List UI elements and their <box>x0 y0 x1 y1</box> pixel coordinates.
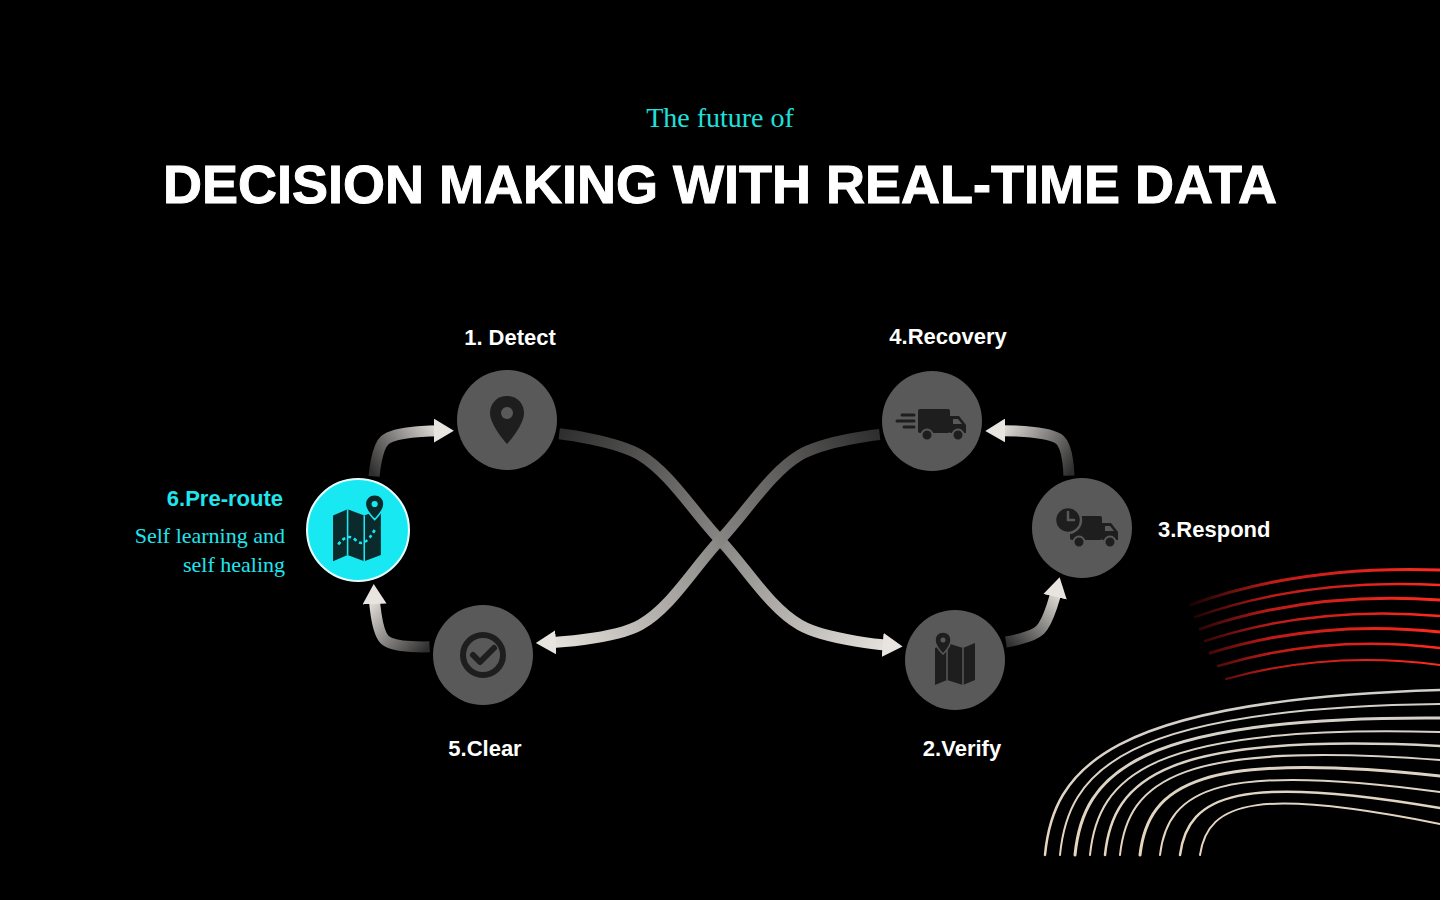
icon-part <box>372 501 378 507</box>
light-trail <box>1060 704 1440 855</box>
icon-part <box>904 426 914 429</box>
icon-part <box>962 648 964 685</box>
icon-part <box>1105 526 1114 531</box>
icon-part <box>463 635 503 675</box>
step-label: 4.Recovery <box>889 326 1006 348</box>
step-label: 3.Respond <box>1158 519 1270 541</box>
light-trail <box>1075 718 1440 855</box>
step-icon <box>1055 507 1118 548</box>
flow-arrow <box>374 596 429 647</box>
circle-outline <box>882 371 982 471</box>
circle-outline <box>457 370 557 470</box>
step-node: 4.Recovery <box>882 371 982 471</box>
light-trail <box>1140 767 1440 855</box>
light-trail <box>1200 803 1440 855</box>
step-icon <box>333 495 384 562</box>
step-icon <box>897 409 966 441</box>
light-trail <box>1210 628 1440 653</box>
flow-arrow <box>1006 589 1057 642</box>
icon-part <box>473 648 494 662</box>
title-kicker: The future of <box>0 104 1440 132</box>
light-trail <box>1105 744 1440 855</box>
flow-arrow <box>548 434 880 642</box>
icon-part <box>338 530 374 545</box>
icon-part <box>941 638 946 643</box>
flow-arrow <box>374 431 442 477</box>
icon-part <box>953 419 962 424</box>
step-node: 5.Clear <box>433 605 533 705</box>
icon-part <box>918 409 950 433</box>
step-circle <box>882 371 982 471</box>
icon-part <box>365 495 384 520</box>
step-node: 6.Pre-routeSelf learning and self healin… <box>306 478 410 582</box>
icon-part <box>1055 507 1081 533</box>
step-icon <box>490 396 524 444</box>
light-trail <box>1218 644 1440 666</box>
flow-arrow <box>997 431 1069 476</box>
light-trail <box>1090 731 1440 855</box>
icon-part <box>347 509 349 555</box>
step-icon <box>935 632 975 685</box>
red-trails <box>1190 569 1440 679</box>
icon-part <box>490 396 524 444</box>
step-circle <box>457 370 557 470</box>
step-label: 1. Detect <box>464 327 556 349</box>
white-trails <box>1045 690 1440 855</box>
icon-part <box>363 515 365 561</box>
step-circle <box>306 478 410 582</box>
step-label: 5.Clear <box>448 738 521 760</box>
icon-part <box>1105 537 1116 548</box>
icon-part <box>902 414 914 417</box>
light-trail <box>1045 690 1440 855</box>
light-trail <box>1180 792 1440 855</box>
diagram-title: DECISION MAKING WITH REAL-TIME DATA <box>0 157 1440 211</box>
step-node: 1. Detect <box>457 370 557 470</box>
step-icon <box>463 635 503 675</box>
step-circle <box>433 605 533 705</box>
light-trail <box>1226 660 1440 679</box>
step-circle <box>1032 478 1132 578</box>
step-label: 6.Pre-route <box>167 488 283 510</box>
icon-part <box>935 632 951 654</box>
step-node: 3.Respond <box>1032 478 1132 578</box>
light-trail <box>1160 780 1440 855</box>
icon-part <box>501 407 513 419</box>
light-trail <box>1205 613 1440 641</box>
circle-outline <box>905 610 1005 710</box>
step-label: 2.Verify <box>923 738 1001 760</box>
light-trail <box>1120 755 1440 855</box>
light-trail <box>1195 584 1440 617</box>
circle-outline <box>1032 478 1132 578</box>
icon-part <box>1074 537 1085 548</box>
icon-part <box>897 420 914 423</box>
icon-part <box>922 430 933 441</box>
step-circle <box>905 610 1005 710</box>
circle-outline <box>433 605 533 705</box>
step-description: Self learning and self healing <box>105 521 285 579</box>
circle-outline <box>307 479 409 581</box>
step-node: 2.Verify <box>905 610 1005 710</box>
icon-part <box>953 430 964 441</box>
icon-part <box>1068 519 1074 522</box>
